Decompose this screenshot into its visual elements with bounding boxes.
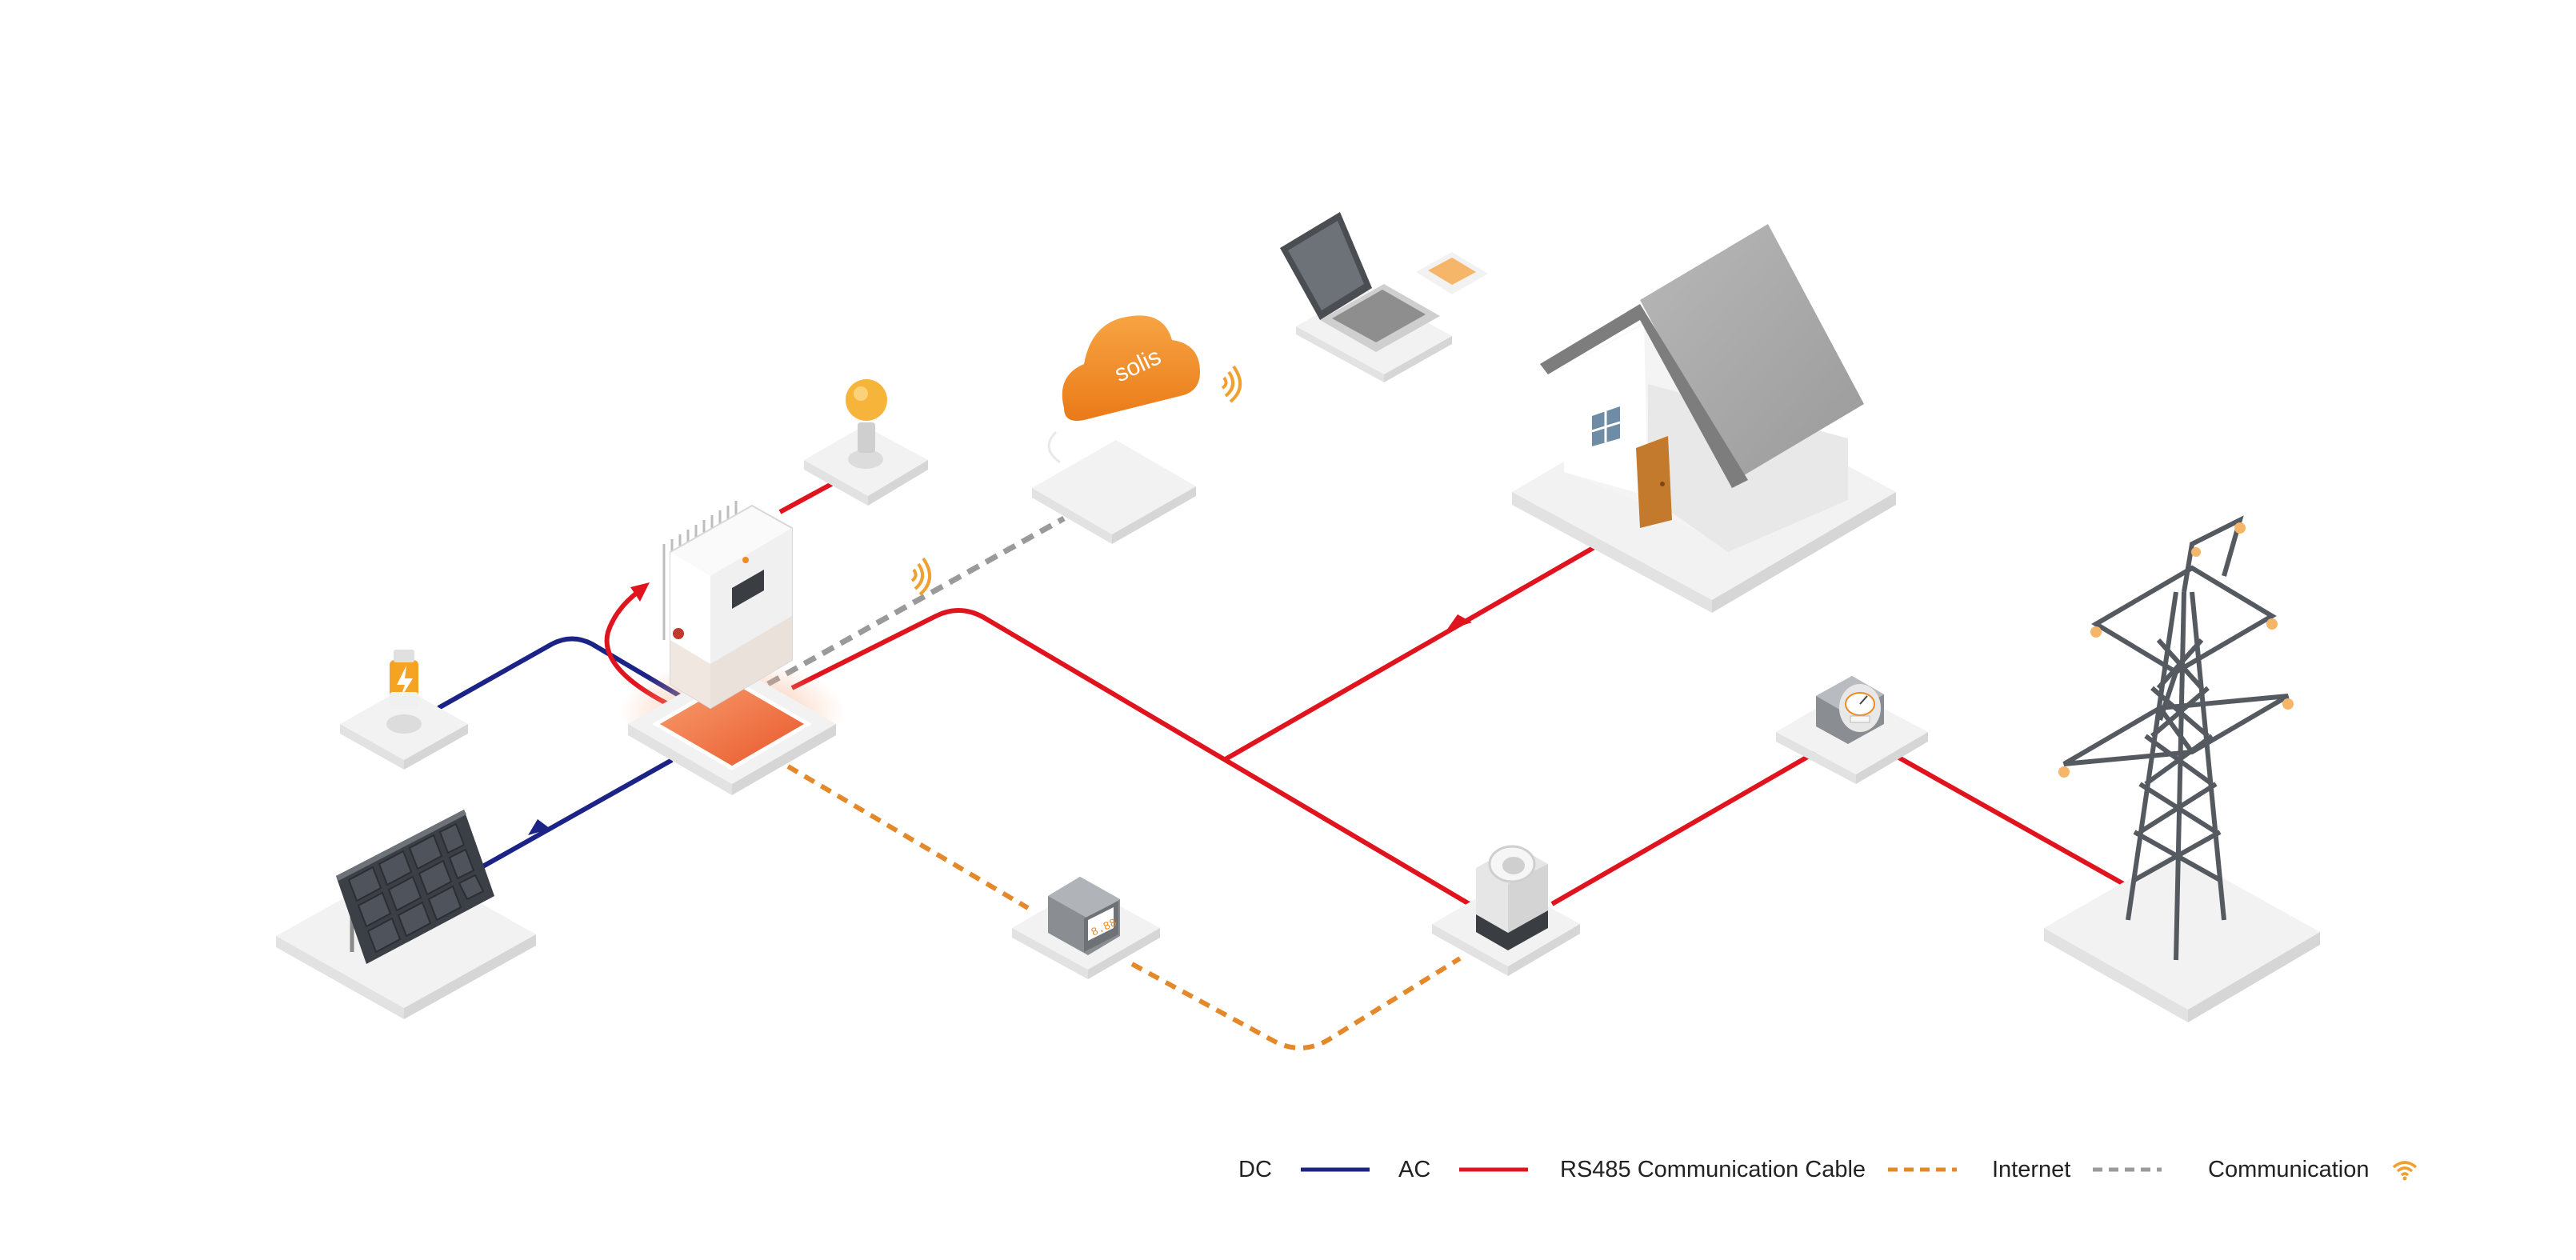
internet-line	[766, 515, 1066, 687]
battery-icon	[340, 650, 468, 770]
transmission-tower-icon	[2044, 515, 2320, 1022]
ac-line-meter	[1550, 750, 1818, 906]
legend-internet-swatch	[2093, 1167, 2162, 1172]
inverter-icon	[620, 501, 844, 795]
legend-rs485: RS485 Communication Cable	[1560, 1146, 1958, 1194]
wifi-signal-cloud-icon	[1221, 365, 1242, 403]
dc-line-battery	[437, 636, 682, 710]
wifi-signal-inverter-icon	[910, 557, 931, 596]
legend-dc-label: DC	[1238, 1156, 1272, 1182]
legend-dc: DC	[1238, 1146, 1370, 1194]
legend-internet-label: Internet	[1992, 1156, 2071, 1182]
ac-line-bulb	[778, 479, 838, 514]
legend-ac-swatch	[1459, 1167, 1529, 1172]
smart-meter-icon: 8.88	[1012, 877, 1160, 979]
legend-internet: Internet	[1992, 1146, 2162, 1194]
energy-meter-icon	[1776, 676, 1928, 784]
wifi-icon	[2393, 1161, 2418, 1181]
cloud-icon: solis	[1032, 315, 1200, 544]
legend-ac-label: AC	[1398, 1156, 1431, 1182]
cloud-shape	[1062, 315, 1200, 421]
dc-line-solar	[478, 758, 674, 870]
legend-rs485-label: RS485 Communication Cable	[1560, 1156, 1866, 1182]
solar-panel-icon	[276, 810, 536, 1019]
legend-communication: Communication	[2208, 1146, 2418, 1194]
ct-sensor-icon	[1432, 845, 1580, 976]
ac-line-main	[790, 607, 1474, 908]
legend-dc-swatch	[1300, 1167, 1370, 1172]
rs485-line	[786, 764, 1462, 1050]
ac-line-grid	[1894, 754, 2130, 889]
laptop-icon	[1280, 212, 1488, 382]
ac-arrow-house	[1446, 614, 1472, 630]
light-bulb-icon	[804, 379, 928, 506]
connection-lines	[437, 479, 2130, 1050]
house-icon	[1512, 224, 1896, 613]
legend-communication-label: Communication	[2208, 1156, 2370, 1182]
legend-ac: AC	[1398, 1146, 1529, 1194]
dc-arrow	[528, 819, 550, 835]
legend-rs485-swatch	[1888, 1167, 1958, 1172]
ac-line-house	[1222, 542, 1602, 762]
ac-arrow-up	[630, 582, 650, 602]
